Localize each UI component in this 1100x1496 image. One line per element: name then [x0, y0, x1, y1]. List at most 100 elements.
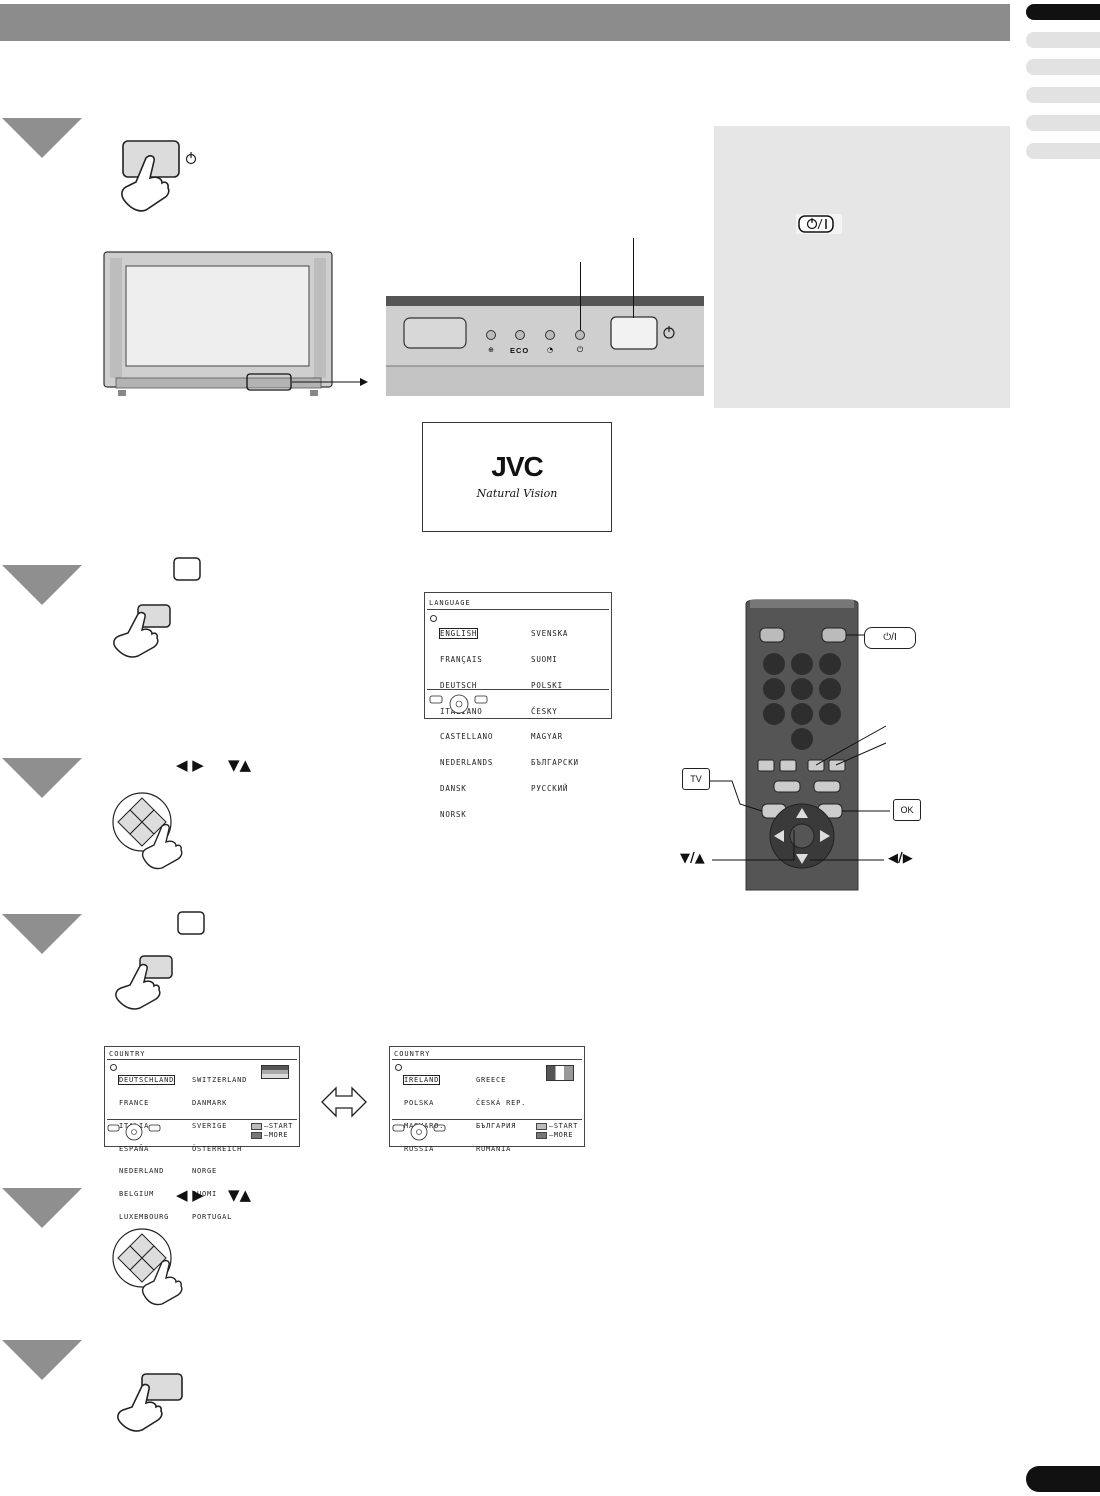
country-item[interactable]: SVERIGE [192, 1121, 228, 1130]
language-item[interactable]: FRANÇAIS [440, 654, 483, 664]
start-legend-label: START [553, 1122, 578, 1130]
country-item[interactable]: DEUTSCHLAND [117, 1075, 176, 1086]
svg-text:◔: ◔ [547, 346, 553, 354]
language-item[interactable]: ENGLISH [438, 628, 479, 640]
side-tab[interactable] [1026, 59, 1100, 75]
country-item[interactable]: PORTUGAL [192, 1212, 233, 1221]
language-item[interactable]: РУССКИЙ [531, 783, 569, 793]
svg-text:⏻: ⏻ [577, 345, 584, 354]
language-item[interactable]: DANSK [440, 783, 467, 793]
side-tab[interactable] [1026, 87, 1100, 103]
country-item[interactable]: NORGE [192, 1167, 218, 1176]
country-list-right: SWITZERLAND DANMARK SVERIGE ÖSTERREICH N… [192, 1062, 247, 1237]
callout-line-power [633, 238, 634, 318]
double-arrow-icon [321, 1086, 367, 1118]
side-tab[interactable] [1026, 32, 1100, 48]
remote-up-down-callout: ▼/▲ [680, 851, 705, 866]
language-item[interactable]: NORSK [440, 809, 467, 819]
country-item[interactable]: ČESKÁ REP. [476, 1098, 527, 1107]
flag-icon [261, 1065, 289, 1079]
country-item[interactable]: ESPAÑA [119, 1144, 150, 1153]
left-right-arrows-icon: ◀ ▶ [176, 756, 204, 774]
side-tab[interactable] [1026, 143, 1100, 159]
country-menu-screen-2: COUNTRY IRELAND POLSKA MAGYARO. RUSSIA G… [389, 1046, 585, 1152]
remote-left-right-callout: ◀/▶ [888, 851, 913, 866]
tv-set-illustration [103, 251, 368, 396]
language-item[interactable]: MAGYAR [531, 732, 563, 742]
country-legend: –START –MORE [536, 1122, 578, 1140]
header-bar [0, 4, 1010, 41]
natural-vision-tagline: Natural Vision [476, 487, 558, 500]
language-item[interactable]: ČESKY [531, 706, 558, 716]
more-legend-label: MORE [268, 1131, 289, 1139]
tv-front-panel: ⊕ ◔ ⏻ ECO [386, 296, 704, 398]
down-up-arrows-icon: ▼▲ [228, 1186, 252, 1204]
country-menu-screen-1: COUNTRY DEUTSCHLAND FRANCE ITALIA ESPAÑA… [104, 1046, 300, 1220]
hand-press-menu-icon [113, 604, 171, 658]
language-menu-title: LANGUAGE [429, 599, 471, 607]
svg-text:⊕: ⊕ [488, 346, 494, 354]
language-item[interactable]: SVENSKA [531, 629, 569, 639]
tv-ok-navigation-icon [392, 1123, 446, 1141]
country-item[interactable]: BELGIUM [119, 1190, 155, 1199]
note-box [714, 126, 1010, 408]
country-list-left: IRELAND POLSKA MAGYARO. RUSSIA [402, 1062, 444, 1168]
country-legend: –START –MORE [251, 1122, 293, 1140]
language-menu-screen: LANGUAGE ENGLISH FRANÇAIS DEUTSCH ITALIA… [424, 592, 612, 818]
step-marker-3 [2, 758, 82, 798]
tv-ok-navigation-icon [107, 1123, 161, 1141]
down-up-arrows-icon: ▼▲ [228, 756, 252, 774]
menu-key-icon [177, 911, 205, 935]
jvc-startup-screen: JVC Natural Vision [422, 422, 612, 532]
side-tab-active[interactable] [1026, 4, 1100, 20]
page-number-tab [1026, 1466, 1100, 1492]
country-list-left: DEUTSCHLAND FRANCE ITALIA ESPAÑA NEDERLA… [117, 1062, 176, 1237]
language-item[interactable]: CASTELLANO [440, 732, 494, 742]
step-marker-5 [2, 1188, 82, 1228]
side-tab[interactable] [1026, 115, 1100, 131]
step-marker-2 [2, 565, 82, 605]
remote-tv-callout: TV [682, 768, 710, 790]
left-right-arrows-icon: ◀ ▶ [176, 1186, 204, 1204]
start-legend-label: START [268, 1122, 293, 1130]
step-marker-4 [2, 914, 82, 954]
language-item[interactable]: DEUTSCH [440, 680, 478, 690]
country-item[interactable]: DANMARK [192, 1098, 228, 1107]
country-item[interactable]: POLSKA [404, 1098, 435, 1107]
language-item[interactable]: БЪЛГАРСКИ [531, 758, 579, 768]
menu-key-icon [173, 557, 201, 581]
hand-press-power-icon [121, 140, 197, 212]
remote-ok-callout: OK [893, 799, 921, 821]
step-marker-1 [2, 118, 82, 158]
language-item[interactable]: NEDERLANDS [440, 758, 494, 768]
country-item[interactable]: SUOMI [192, 1190, 218, 1199]
tv-ok-navigation-icon [429, 694, 488, 714]
country-item[interactable]: RUSSIA [404, 1144, 435, 1153]
country-item[interactable]: NEDERLAND [119, 1167, 165, 1176]
country-list-right: GREECE ČESKÁ REP. БЪЛГАРИЯ RUMANIA [476, 1062, 526, 1168]
country-item[interactable]: БЪЛГАРИЯ [476, 1121, 517, 1130]
cursor-icon [110, 1064, 117, 1071]
country-item[interactable]: RUMANIA [476, 1144, 512, 1153]
power-button-icon [796, 214, 842, 234]
callout-line-indicator [580, 262, 581, 330]
country-item[interactable]: ÖSTERREICH [192, 1144, 243, 1153]
country-menu-title: COUNTRY [109, 1050, 146, 1058]
cursor-icon [430, 615, 437, 622]
jvc-logo-text: JVC [491, 451, 543, 482]
language-item[interactable]: POLSKI [531, 680, 563, 690]
cursor-icon [395, 1064, 402, 1071]
hand-press-menu-icon [115, 955, 173, 1010]
flag-icon [546, 1065, 574, 1081]
country-menu-title: COUNTRY [394, 1050, 431, 1058]
country-item[interactable]: GREECE [476, 1076, 507, 1085]
country-item[interactable]: IRELAND [402, 1075, 441, 1086]
hand-press-direction-pad-icon [112, 1228, 183, 1306]
remote-power-callout: ⏻/I [864, 627, 916, 649]
eco-indicator-label: ECO [510, 346, 530, 355]
language-item[interactable]: SUOMI [531, 654, 558, 664]
hand-press-direction-pad-icon [112, 792, 183, 870]
country-item[interactable]: SWITZERLAND [192, 1076, 248, 1085]
country-item[interactable]: LUXEMBOURG [119, 1212, 170, 1221]
country-item[interactable]: FRANCE [119, 1098, 150, 1107]
